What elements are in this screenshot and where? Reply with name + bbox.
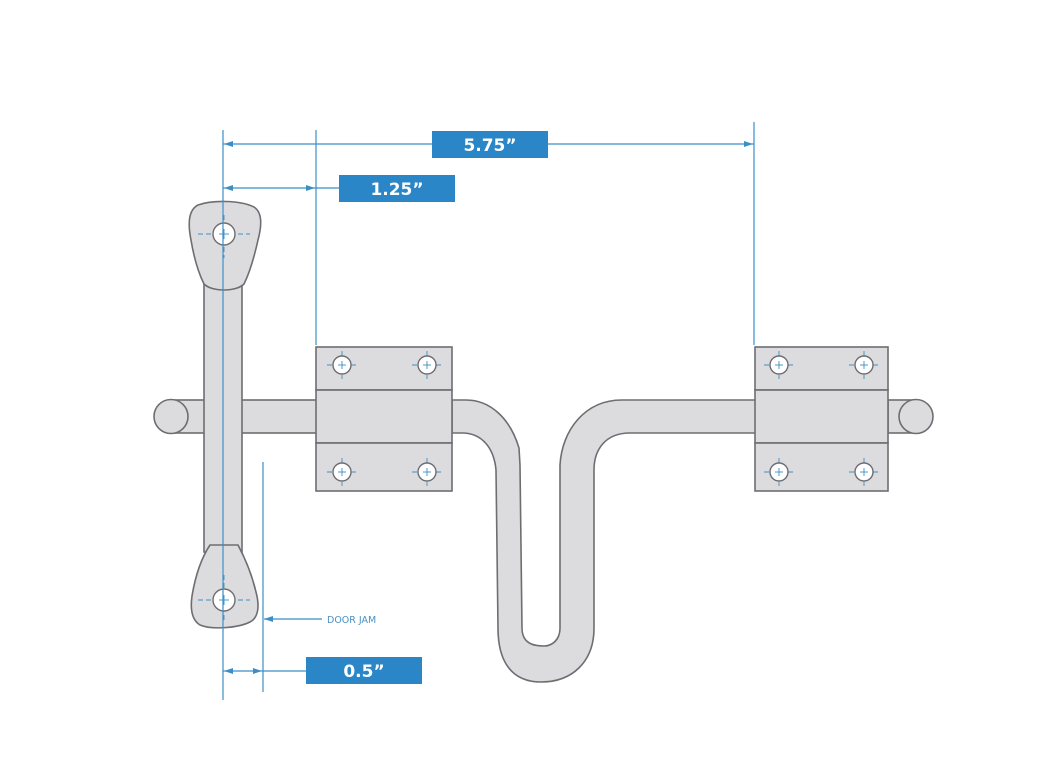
dimension-label-overall: 5.75”: [463, 136, 516, 156]
screw-hole-icon: [412, 458, 442, 486]
arrow-right-icon: [253, 668, 262, 674]
dimension-overall: 5.75”: [223, 131, 754, 158]
dimension-label-box: [339, 175, 455, 202]
screw-hole-icon: [327, 351, 357, 379]
dimension-label-box: [432, 131, 548, 158]
bolt-end-cap-right: [898, 398, 934, 435]
arrow-left-icon: [224, 668, 233, 674]
right-bracket: [754, 346, 889, 492]
screw-hole-icon: [412, 351, 442, 379]
dimension-handle-to-jam: 0.5”: [223, 657, 422, 684]
dimension-label-handle-to-bracket: 1.25”: [370, 180, 423, 200]
arrow-left-icon: [224, 185, 233, 191]
screw-hole-icon: [327, 458, 357, 486]
handle-top-hole: [198, 215, 250, 258]
arrow-right-icon: [744, 141, 753, 147]
handle-bottom-pad: [190, 544, 259, 629]
door-jam-annotation: DOOR JAM: [264, 615, 376, 626]
dimension-label-box: [306, 657, 422, 684]
screw-hole-icon: [764, 458, 794, 486]
arrow-left-icon: [224, 141, 233, 147]
screw-hole-icon: [849, 351, 879, 379]
extension-lines: [222, 122, 755, 700]
handle-top-pad: [188, 200, 262, 291]
left-bracket: [315, 346, 453, 492]
dimension-label-handle-to-jam: 0.5”: [343, 662, 384, 682]
screw-hole-icon: [849, 458, 879, 486]
arrow-left-icon: [264, 616, 273, 622]
bolt-bar-left-segment: [169, 399, 319, 434]
screw-hole-icon: [764, 351, 794, 379]
bolt-end-cap-left: [153, 398, 189, 435]
bolt-u-bend: [451, 399, 757, 683]
arrow-right-icon: [306, 185, 315, 191]
dimension-handle-to-bracket: 1.25”: [223, 175, 455, 202]
door-jam-label: DOOR JAM: [327, 615, 376, 626]
handle-bottom-hole: [198, 575, 250, 620]
